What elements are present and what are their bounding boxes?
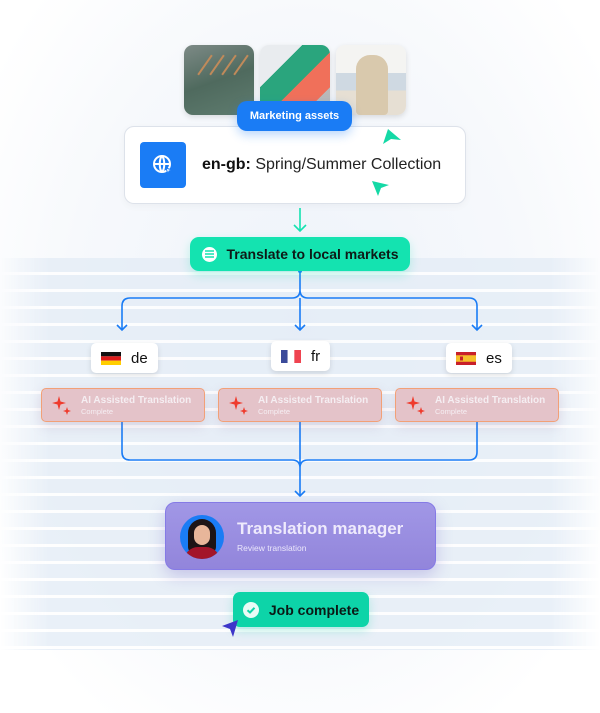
ai-translation-card-de[interactable]: AI Assisted Translation Complete (41, 388, 205, 422)
sparkle-icon (52, 396, 71, 415)
avatar (180, 515, 224, 559)
cursor-icon (372, 181, 389, 196)
list-icon (201, 246, 217, 262)
language-chip-de[interactable]: de (91, 343, 158, 373)
sparkle-icon (406, 396, 425, 415)
arrowhead-bottom (294, 490, 306, 498)
arrowheads-top (116, 324, 483, 332)
ai-translation-card-fr[interactable]: AI Assisted Translation Complete (218, 388, 382, 422)
branch-connector (121, 271, 478, 330)
ai-translation-card-es[interactable]: AI Assisted Translation Complete (395, 388, 559, 422)
cursor-icon (222, 620, 238, 637)
sparkle-icon (229, 396, 248, 415)
france-flag-icon (281, 349, 301, 363)
language-chip-fr[interactable]: fr (271, 341, 331, 371)
merge-connector (121, 421, 478, 496)
language-chip-es[interactable]: es (446, 343, 512, 373)
job-complete-badge[interactable]: Job complete (233, 592, 369, 627)
source-title: en-gb: Spring/Summer Collection (202, 156, 442, 173)
source-content-card[interactable]: en-gb: Spring/Summer Collection (124, 126, 466, 204)
marketing-assets-badge: Marketing assets (237, 101, 352, 131)
translate-step[interactable]: Translate to local markets (190, 237, 410, 271)
spain-flag-icon (456, 351, 476, 365)
translation-manager-card[interactable]: Translation manager Review translation (165, 502, 436, 570)
down-arrow-teal (293, 208, 307, 233)
globe-cursor-icon (140, 142, 186, 188)
cursor-icon (383, 129, 401, 144)
germany-flag-icon (101, 351, 121, 365)
check-circle-icon (242, 601, 259, 618)
